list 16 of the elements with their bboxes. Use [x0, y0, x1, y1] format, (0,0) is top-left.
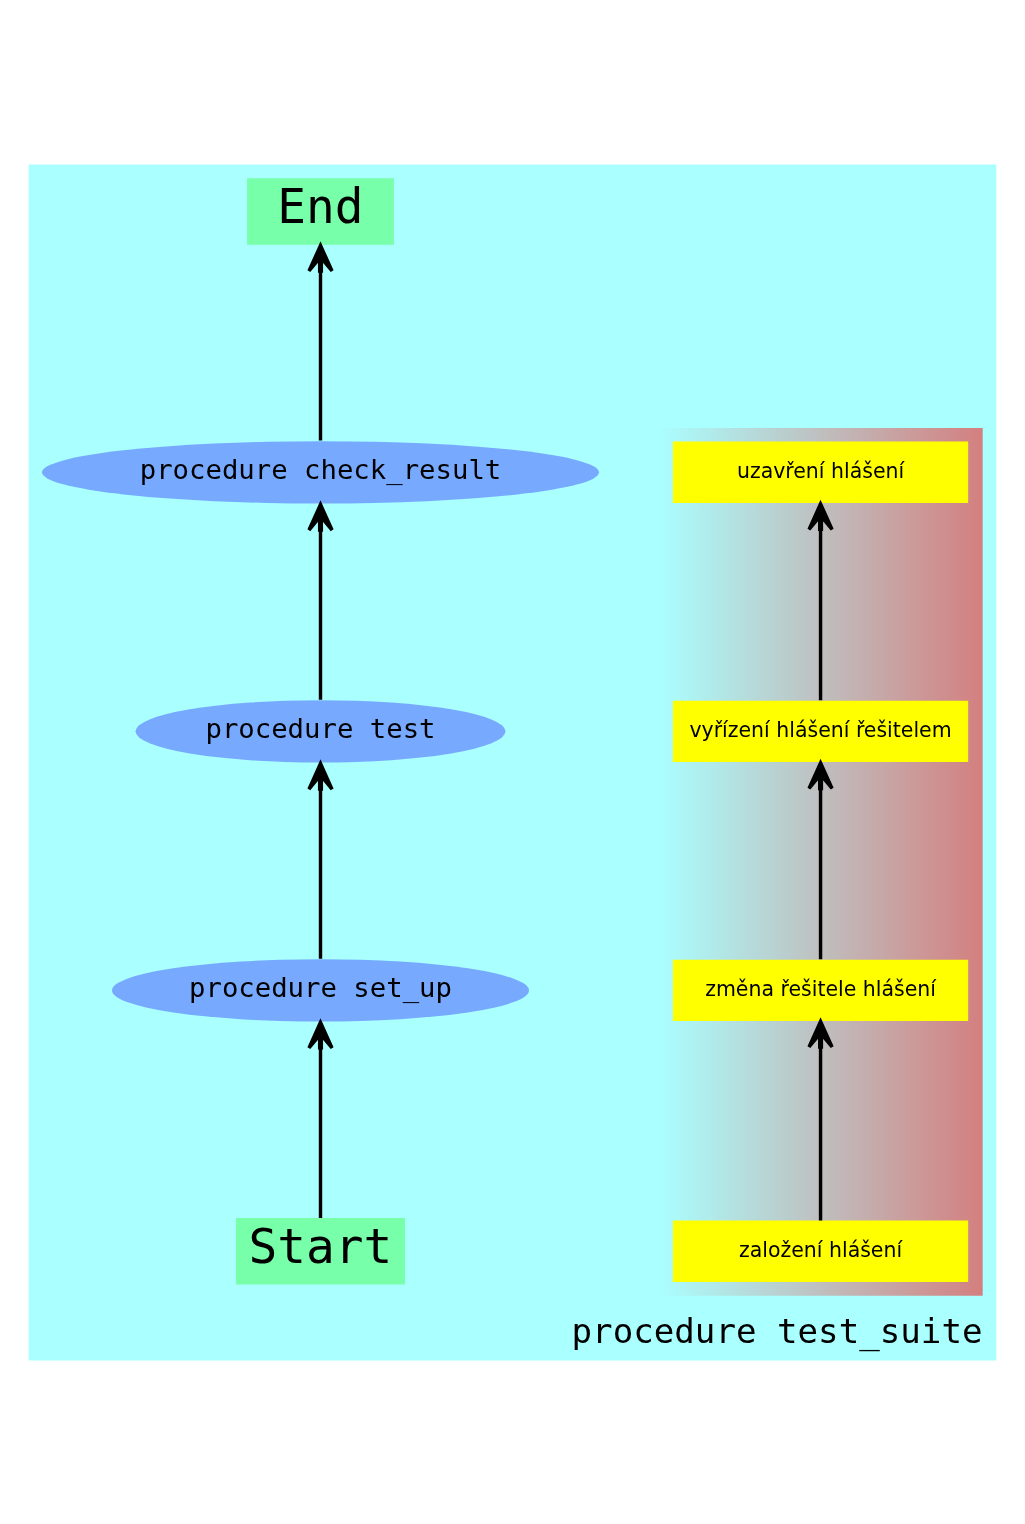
- node-box: Start: [236, 1217, 405, 1285]
- node-box: vyřízení hlášení řešitelem: [672, 700, 969, 762]
- node-box: založení hlášení: [672, 1220, 969, 1282]
- node-box: změna řešitele hlášení: [672, 959, 969, 1021]
- arrow: [807, 1019, 834, 1221]
- node-ellipse: procedure check_result: [42, 440, 599, 503]
- arrow: [307, 1020, 334, 1218]
- arrow: [807, 501, 834, 700]
- node-box: End: [247, 177, 394, 245]
- node-ellipse: procedure test: [135, 699, 506, 763]
- arrow: [807, 760, 834, 959]
- arrow: [307, 502, 334, 700]
- node-box: uzavření hlášení: [672, 441, 969, 503]
- arrow: [307, 243, 334, 441]
- node-ellipse: procedure set_up: [112, 958, 529, 1022]
- arrow: [307, 761, 334, 959]
